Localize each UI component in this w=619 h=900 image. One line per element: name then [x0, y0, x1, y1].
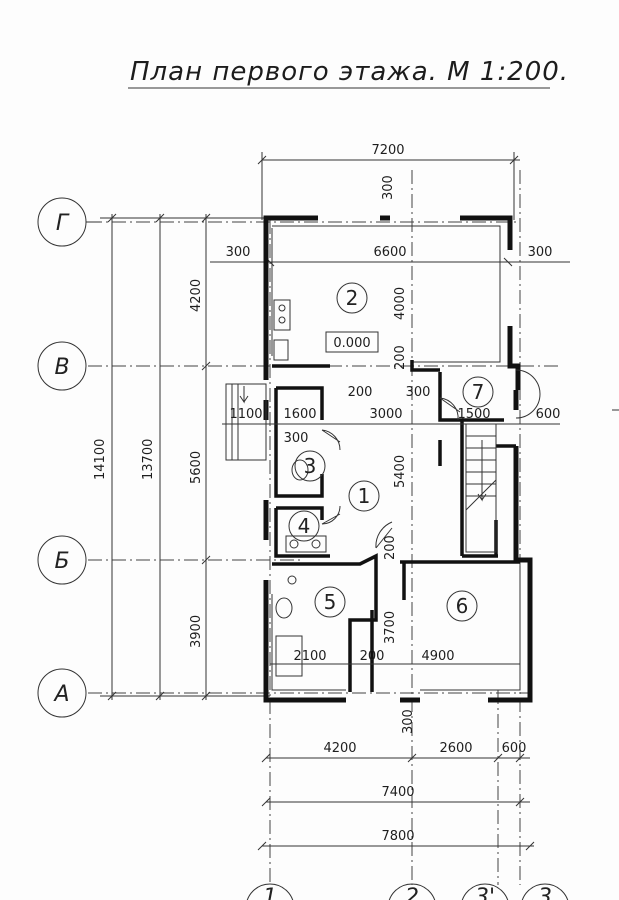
interior-walls: [272, 360, 520, 692]
svg-text:13700: 13700: [141, 439, 156, 480]
axis-bubble-3p: 3': [461, 883, 509, 900]
dim-upper-row: 300 6600 300: [210, 245, 570, 267]
svg-text:7400: 7400: [381, 785, 414, 800]
dim-vert-5400: 5400: [393, 455, 408, 488]
svg-text:300: 300: [284, 431, 309, 446]
dim-vert-4000: 4000: [393, 287, 408, 320]
door-swings: [321, 369, 541, 549]
room-7-label: 7: [462, 376, 494, 408]
svg-text:3900: 3900: [189, 615, 204, 648]
dim-vert-200a: 200: [393, 345, 408, 370]
dim-top-overall: 7200: [257, 143, 520, 220]
dim-bottom-row-1: 4200 2600 600: [261, 741, 530, 763]
svg-text:1600: 1600: [283, 407, 316, 422]
staircase: [465, 423, 497, 553]
svg-text:1100: 1100: [229, 407, 262, 422]
axis-bubble-2: 2: [388, 883, 436, 900]
svg-text:2100: 2100: [293, 649, 326, 664]
room-1-label: 1: [348, 480, 380, 512]
dim-top-offset: 300: [381, 175, 396, 200]
svg-text:600: 600: [536, 407, 561, 422]
svg-text:Б: Б: [54, 549, 69, 574]
axis-bubble-g: Г: [37, 197, 100, 247]
svg-text:3: 3: [538, 885, 552, 900]
dim-vert-3700: 3700: [383, 611, 398, 644]
svg-text:4200: 4200: [323, 741, 356, 756]
axis-bubble-v: В: [37, 341, 87, 391]
svg-text:3000: 3000: [369, 407, 402, 422]
dim-bottom-300: 300: [401, 709, 416, 734]
svg-text:Г: Г: [56, 211, 70, 236]
svg-text:300: 300: [406, 385, 431, 400]
svg-text:300: 300: [226, 245, 251, 260]
dim-lower-row: 2100 200 4900: [270, 649, 520, 665]
svg-text:5: 5: [324, 590, 337, 614]
svg-text:В: В: [54, 355, 69, 380]
svg-text:6: 6: [456, 594, 469, 618]
svg-text:3: 3: [304, 454, 317, 478]
svg-text:7800: 7800: [381, 829, 414, 844]
outer-walls-inner-line: [271, 225, 521, 691]
dim-middle-row: 1100 1600 200 3000 300 1500 600 300: [222, 385, 560, 446]
axis-bubble-a: А: [37, 668, 87, 718]
svg-text:5600: 5600: [189, 451, 204, 484]
svg-text:4: 4: [298, 514, 311, 538]
svg-text:2600: 2600: [439, 741, 472, 756]
room-6-label: 6: [446, 590, 478, 622]
svg-text:0.000: 0.000: [333, 336, 370, 351]
svg-text:7: 7: [472, 380, 485, 404]
axis-bubble-3: 3: [521, 883, 569, 900]
svg-text:300: 300: [528, 245, 553, 260]
svg-text:600: 600: [502, 741, 527, 756]
axis-bubble-b: Б: [37, 535, 87, 585]
level-mark: 0.000: [325, 331, 379, 353]
dim-bottom-row-2: 7400: [261, 785, 530, 807]
drawing-title: План первого этажа. М 1:200.: [130, 57, 569, 87]
svg-text:7200: 7200: [371, 143, 404, 158]
bathroom-fixtures: [275, 459, 327, 677]
room-4-label: 4: [288, 510, 320, 542]
axis-bubble-1: 1: [246, 883, 294, 900]
room-5-label: 5: [314, 586, 346, 618]
svg-text:200: 200: [348, 385, 373, 400]
entrance-porch: [225, 383, 267, 461]
kitchen-fixtures: [273, 299, 291, 361]
svg-text:2: 2: [346, 286, 359, 310]
svg-text:200: 200: [360, 649, 385, 664]
room-3-label: 3: [294, 450, 326, 482]
dim-vert-200b: 200: [383, 535, 398, 560]
svg-text:1: 1: [358, 484, 371, 508]
dim-left-chains: 14100 13700 4200 5600 3900: [93, 213, 270, 701]
svg-text:6600: 6600: [373, 245, 406, 260]
svg-text:14100: 14100: [93, 439, 108, 480]
svg-text:4900: 4900: [421, 649, 454, 664]
svg-text:1: 1: [263, 885, 277, 900]
room-2-label: 2: [336, 282, 368, 314]
svg-text:3': 3': [475, 885, 495, 900]
svg-text:2: 2: [405, 885, 419, 900]
svg-text:4200: 4200: [189, 279, 204, 312]
dim-bottom-row-3: 7800: [257, 829, 535, 851]
svg-text:1500: 1500: [457, 407, 490, 422]
svg-text:А: А: [52, 682, 69, 707]
